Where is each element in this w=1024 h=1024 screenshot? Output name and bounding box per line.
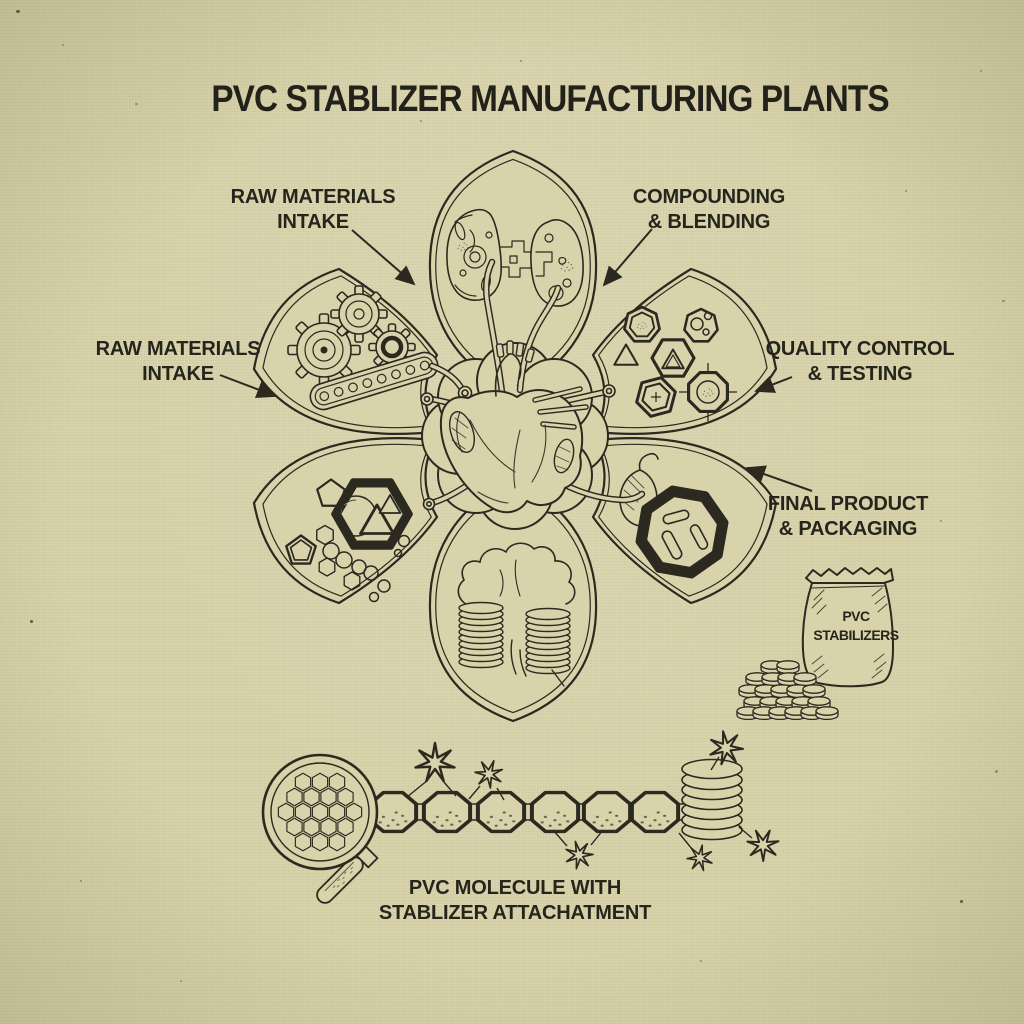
paper-speck [1002, 300, 1005, 302]
paper-speck [980, 70, 982, 72]
conveyor-belt-icon [309, 351, 439, 411]
spark-icon [414, 741, 456, 783]
paper-speck [905, 190, 907, 192]
label-line: & PACKAGING [778, 518, 918, 541]
molecule-cluster-icon [285, 480, 410, 603]
paper-speck [520, 60, 522, 62]
pipes [420, 258, 646, 511]
gears-conveyor-icon [287, 285, 439, 411]
label-line: QUALITY CONTROL [765, 338, 955, 360]
page-title: PVC STABLIZER MANUFACTURING PLANTS [211, 78, 889, 119]
label-line: COMPOUNDING [632, 186, 786, 208]
polymer-chain-icon [367, 790, 690, 834]
spark-icon [471, 755, 508, 792]
magnifier-icon [261, 753, 379, 904]
chain-beads [367, 790, 681, 834]
label-line: RAW MATERIALS [230, 186, 396, 208]
paper-speck [960, 900, 963, 903]
label-arrows [219, 228, 813, 492]
stabilizer-sparks [406, 727, 785, 873]
paper-speck [16, 10, 20, 13]
label-line: & TESTING [807, 363, 913, 386]
paper-speck [995, 770, 998, 773]
coil-stack-icon [681, 758, 743, 841]
caption-line: STABLIZER ATTACHATMENT [378, 902, 652, 925]
paper-speck [30, 620, 33, 623]
caption-line: PVC MOLECULE WITH [408, 877, 622, 899]
paper-speck [940, 520, 942, 522]
arrow-compounding [602, 228, 653, 287]
paper-speck [180, 980, 182, 982]
label-compounding: COMPOUNDING & BLENDING [599, 185, 819, 235]
label-line: & BLENDING [647, 211, 771, 234]
spark-icon [741, 822, 785, 866]
gear-icon [287, 313, 361, 387]
label-final-product: FINAL PRODUCT & PACKAGING [738, 492, 958, 542]
arrow-quality [754, 376, 793, 393]
anatomical-heart-icon [439, 340, 589, 514]
arrow-raw-left [219, 374, 277, 398]
bag-label-line: STABILIZERS [813, 626, 899, 643]
paper-speck [62, 44, 64, 46]
disc-stacks-icon [457, 542, 576, 687]
molecule-caption: PVC MOLECULE WITH STABLIZER ATTACHATMENT [355, 876, 675, 926]
left-disc-stack [458, 601, 504, 669]
label-line: RAW MATERIALS [95, 338, 261, 360]
paper-speck [135, 103, 138, 105]
arrow-raw-top [351, 229, 416, 286]
paper-speck [80, 880, 82, 882]
arrow-final [745, 465, 813, 492]
bag-label-line: PVC [842, 608, 870, 624]
label-line: INTAKE [142, 363, 214, 386]
paper-speck [420, 120, 422, 122]
steam-cloud-icon [457, 542, 576, 607]
gear-icon [330, 285, 388, 343]
qc-samples-icon [613, 305, 737, 423]
bag-label: PVC STABILIZERS [806, 607, 906, 645]
label-raw-materials-left: RAW MATERIALS INTAKE [68, 337, 288, 387]
stabilizer-bag-icon [801, 567, 894, 688]
label-quality-control: QUALITY CONTROL & TESTING [748, 337, 972, 387]
label-raw-materials-top: RAW MATERIALS INTAKE [203, 185, 423, 235]
right-disc-stack [525, 607, 571, 675]
paper-speck [700, 960, 702, 962]
label-line: INTAKE [277, 211, 349, 234]
spark-icon [561, 837, 597, 872]
label-line: FINAL PRODUCT [767, 493, 929, 515]
